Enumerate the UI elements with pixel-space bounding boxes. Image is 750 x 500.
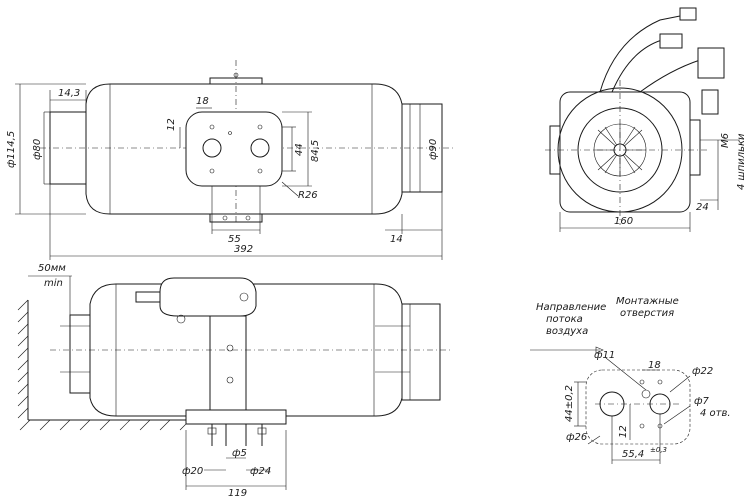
dim-84-5: 84,5 [310, 140, 321, 162]
end-view: M6 4 шпильки 160 24 [545, 7, 747, 232]
label-holes-1: Монтажные [616, 296, 679, 307]
label-airflow-2: потока [546, 314, 583, 325]
dim-14-right: 14 [390, 234, 403, 245]
label-airflow-3: воздуха [546, 326, 588, 337]
side-mount-base [185, 409, 287, 425]
dim-studs: 4 шпильки [736, 133, 747, 190]
dim-m6: M6 [720, 133, 731, 148]
label-airflow-1: Направление [536, 302, 606, 313]
end-flange [689, 119, 701, 176]
connector-4 [701, 89, 719, 115]
dim-d20: ф20 [182, 466, 203, 477]
dim-18-top: 18 [196, 96, 209, 107]
label-50mm: 50мм [38, 263, 66, 274]
dim-d11: ф11 [594, 350, 615, 361]
dim-d22: ф22 [692, 366, 713, 377]
connector-3 [697, 47, 725, 79]
top-body [85, 83, 403, 215]
wall-hatch [17, 299, 191, 431]
dim-44-mount: 44±0,2 [564, 385, 575, 422]
label-min: min [44, 278, 63, 289]
dim-d24-side: ф24 [250, 466, 271, 477]
top-hole-right [250, 138, 270, 158]
label-holes-2: отверстия [620, 308, 674, 319]
connector-2 [659, 33, 683, 49]
top-outlet-pipe [401, 103, 443, 193]
dim-d26: ф26 [566, 432, 587, 443]
dim-18-mount: 18 [648, 360, 661, 371]
connector-1 [679, 7, 697, 21]
dim-160: 160 [614, 216, 633, 227]
dim-14-3: 14,3 [58, 88, 80, 99]
dim-119: 119 [228, 488, 247, 499]
dim-55-4: 55,4 [622, 449, 644, 460]
dim-392: 392 [234, 244, 253, 255]
mount-outline [585, 369, 691, 445]
side-top-unit [159, 277, 257, 317]
end-cable-1 [599, 13, 691, 93]
mounting-holes-view: Направление потока воздуха Монтажные отв… [530, 296, 731, 464]
hole-d11 [641, 389, 651, 399]
side-outlet [401, 303, 441, 401]
dim-12-mount: 12 [618, 425, 629, 438]
top-hole-left [202, 138, 222, 158]
dim-d7: ф7 [694, 396, 710, 407]
dim-44-top: 44 [294, 143, 305, 156]
side-bracket [209, 315, 247, 411]
dim-d114: ф114,5 [6, 131, 17, 168]
dim-d80: ф80 [32, 139, 43, 160]
dim-tolerance: ±0,3 [650, 446, 667, 454]
dim-4-holes: 4 отв. [700, 408, 731, 419]
top-mount-plate [185, 111, 283, 187]
dim-55-top: 55 [228, 234, 241, 245]
dim-12-top: 12 [166, 118, 177, 131]
dim-24-end: 24 [696, 202, 709, 213]
side-studs [211, 424, 263, 446]
dim-r26: R26 [298, 190, 318, 201]
dim-d5: ф5 [232, 448, 247, 459]
side-view: 50мм min ф20 ф5 ф24 119 [17, 263, 450, 499]
dim-d90: ф90 [428, 139, 439, 160]
top-view: 14,3 18 12 ф114,5 ф80 44 84,5 ф90 R26 55… [6, 60, 455, 260]
